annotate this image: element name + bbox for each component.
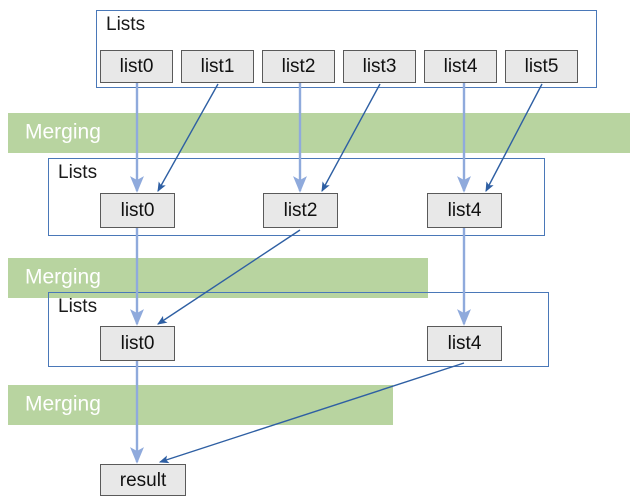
merging-bar-1: Merging — [8, 113, 630, 153]
lists-container-level-2-label: Lists — [58, 162, 98, 183]
list-node-label: list5 — [524, 56, 559, 77]
list-node-label: list3 — [362, 56, 397, 77]
list-node-list2-level-1[interactable]: list2 — [262, 50, 335, 83]
list-node-list2-level-2[interactable]: list2 — [263, 193, 338, 228]
merging-bar-1-label: Merging — [25, 120, 101, 144]
list-node-list4-level-3[interactable]: list4 — [427, 326, 502, 361]
list-node-label: list0 — [120, 200, 155, 221]
list-node-list0-level-2[interactable]: list0 — [100, 193, 175, 228]
list-node-list1-level-1[interactable]: list1 — [181, 50, 254, 83]
list-node-list4-level-2[interactable]: list4 — [427, 193, 502, 228]
list-node-list4-level-1[interactable]: list4 — [424, 50, 497, 83]
list-node-label: list0 — [119, 56, 154, 77]
list-node-label: list1 — [200, 56, 235, 77]
merging-bar-2-label: Merging — [25, 265, 101, 289]
list-node-list5-level-1[interactable]: list5 — [505, 50, 578, 83]
list-node-label: list2 — [283, 200, 318, 221]
list-node-list3-level-1[interactable]: list3 — [343, 50, 416, 83]
list-node-label: list4 — [447, 333, 482, 354]
lists-container-level-1-label: Lists — [106, 14, 146, 35]
list-node-label: list4 — [447, 200, 482, 221]
list-node-list0-level-1[interactable]: list0 — [100, 50, 173, 83]
list-node-label: list4 — [443, 56, 478, 77]
merging-bar-3-label: Merging — [25, 392, 101, 416]
list-node-label: list0 — [120, 333, 155, 354]
list-node-label: list2 — [281, 56, 316, 77]
result-node-label: result — [119, 469, 167, 491]
merging-bar-3: Merging — [8, 385, 393, 425]
list-node-list0-level-3[interactable]: list0 — [100, 326, 175, 361]
result-node[interactable]: result — [100, 464, 186, 496]
lists-container-level-3-label: Lists — [58, 296, 98, 317]
